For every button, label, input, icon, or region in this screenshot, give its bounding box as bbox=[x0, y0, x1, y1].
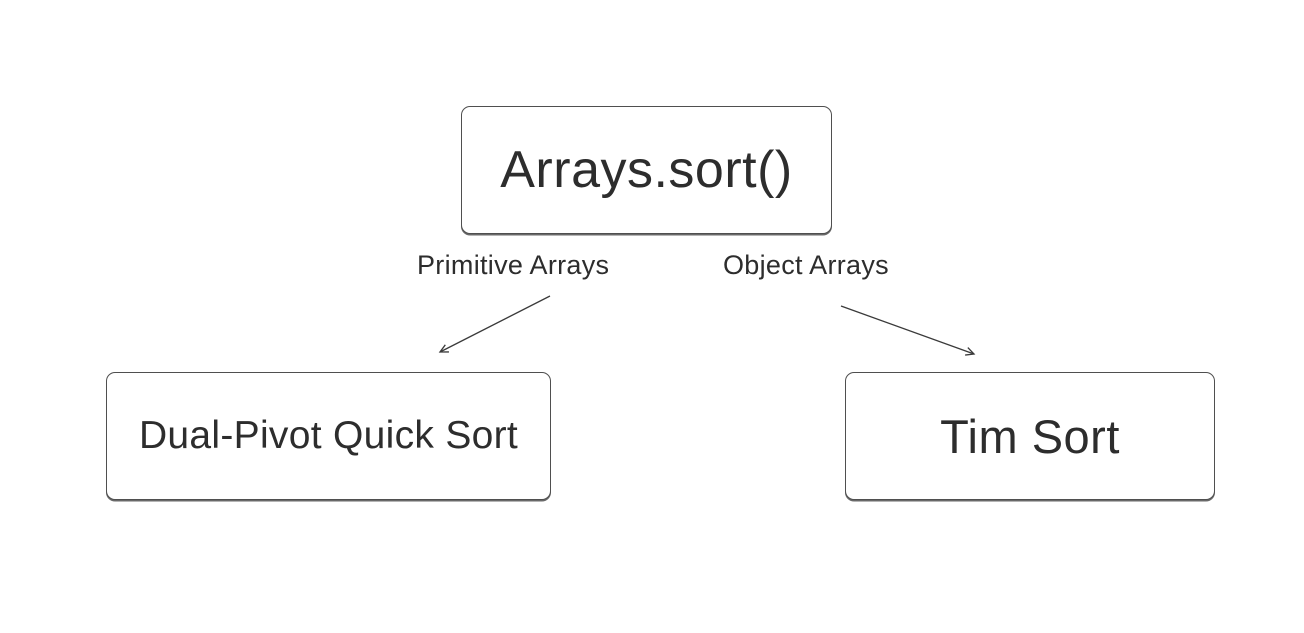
edge-label-primitive-arrays: Primitive Arrays bbox=[417, 250, 610, 280]
arrow-object-arrays bbox=[840, 305, 976, 356]
edge-label-object-arrays: Object Arrays bbox=[723, 250, 889, 280]
node-tim-sort: Tim Sort bbox=[845, 372, 1215, 500]
node-dual-pivot-quick-sort-label: Dual-Pivot Quick Sort bbox=[138, 414, 519, 457]
node-tim-sort-label: Tim Sort bbox=[940, 409, 1120, 463]
node-arrays-sort-label: Arrays.sort() bbox=[500, 141, 793, 199]
arrow-primitive-arrays bbox=[438, 295, 551, 353]
node-arrays-sort: Arrays.sort() bbox=[461, 106, 832, 234]
node-dual-pivot-quick-sort: Dual-Pivot Quick Sort bbox=[106, 372, 551, 500]
